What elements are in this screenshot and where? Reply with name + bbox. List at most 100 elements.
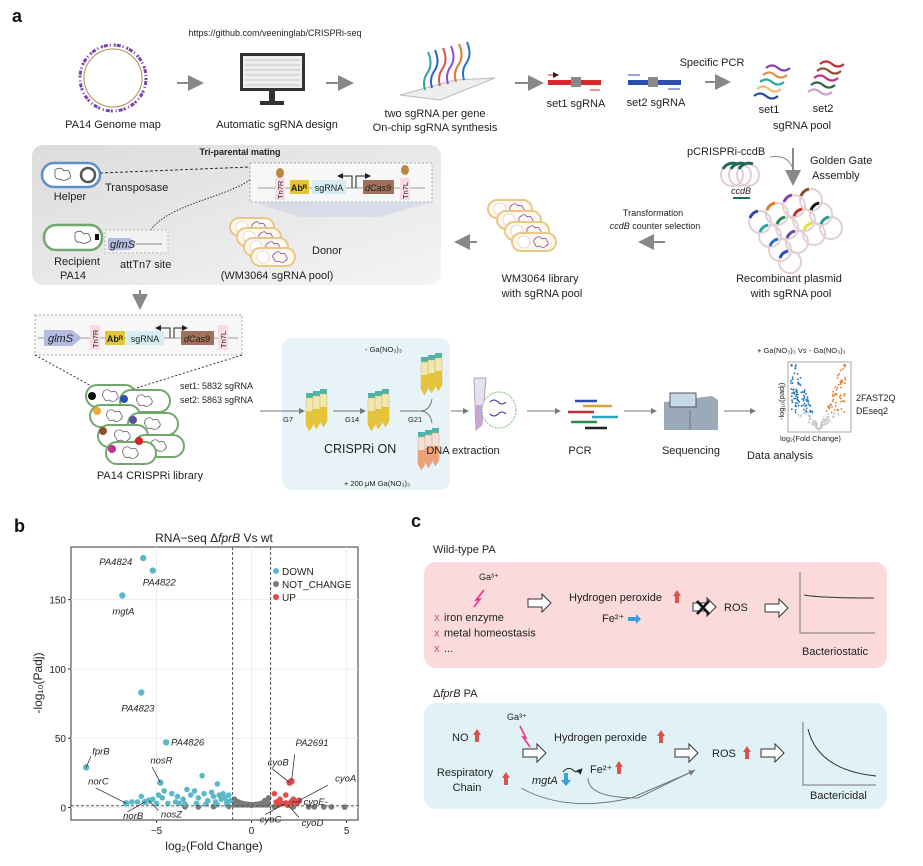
tn7l-label: Tn7L bbox=[401, 182, 410, 199]
set2-count: set2: 5863 sgRNA bbox=[180, 395, 253, 405]
x-tick-label: 5 bbox=[344, 826, 350, 837]
legend-marker bbox=[273, 568, 279, 574]
mini-volcano-point bbox=[836, 408, 839, 411]
point-down bbox=[227, 797, 234, 804]
wt-title: Wild-type PA bbox=[433, 544, 496, 556]
label-leader bbox=[271, 768, 290, 783]
mini-volcano-point bbox=[839, 369, 842, 372]
g7-label: G7 bbox=[283, 415, 293, 424]
legend-label: DOWN bbox=[282, 567, 314, 578]
mini-volcano-point bbox=[797, 399, 800, 402]
legend-label: UP bbox=[282, 593, 296, 604]
tn7l-label-2: Tn7L bbox=[219, 331, 228, 348]
helper-label: Helper bbox=[54, 191, 87, 203]
mini-volcano-point bbox=[819, 424, 822, 427]
mini-volcano-points bbox=[790, 364, 847, 431]
mini-volcano-point bbox=[833, 394, 836, 397]
resp-to-ros-arrow bbox=[520, 770, 695, 805]
mini-volcano-point bbox=[825, 410, 828, 412]
mini-volcano-point bbox=[835, 402, 837, 404]
not-change-cloud bbox=[232, 796, 271, 808]
point-down bbox=[161, 788, 167, 794]
mini-volcano-point bbox=[811, 413, 814, 416]
label-leader bbox=[127, 801, 146, 813]
recombinant-plasmid-icon bbox=[748, 187, 843, 274]
mini-volcano-point bbox=[825, 420, 827, 423]
mini-volcano-point bbox=[791, 382, 794, 384]
label-leader bbox=[152, 767, 161, 783]
mini-volcano-point bbox=[806, 398, 809, 400]
gene-label: nosZ bbox=[161, 810, 183, 821]
point-down bbox=[193, 800, 200, 807]
mini-volcano-point bbox=[807, 400, 810, 403]
gene-label: cyoB bbox=[268, 758, 290, 769]
point-down bbox=[191, 788, 198, 794]
mini-volcano-title: + Ga(NO₃)₃ Vs - Ga(NO₃)₃ bbox=[757, 346, 846, 355]
minus-ga-label: - Ga(NO₃)₃ bbox=[365, 345, 402, 354]
mini-volcano-point bbox=[832, 398, 835, 401]
mini-volcano-point bbox=[805, 393, 807, 395]
mini-volcano-point bbox=[835, 393, 838, 396]
mini-volcano-point bbox=[844, 364, 847, 366]
down-arrow-icon bbox=[561, 773, 571, 786]
bacteriostatic-curve bbox=[799, 572, 875, 634]
tool-2fast2q: 2FAST2Q bbox=[856, 393, 896, 403]
golden-gate-label-1: Golden Gate bbox=[810, 155, 872, 167]
gene-label: fprB bbox=[92, 746, 110, 757]
point-down bbox=[225, 792, 232, 798]
x-mark-icon: x bbox=[434, 643, 440, 655]
mini-volcano-point bbox=[795, 364, 797, 366]
mini-volcano-point bbox=[803, 396, 806, 398]
volcano-title: RNA−seq ΔfprB Vs wt bbox=[155, 531, 273, 545]
mini-volcano-point bbox=[832, 395, 834, 398]
volcano-xlabel: log₂(Fold Change) bbox=[165, 839, 262, 853]
mini-volcano-point bbox=[844, 378, 847, 381]
y-tick-label: 0 bbox=[60, 804, 66, 815]
mini-volcano-point bbox=[805, 410, 808, 413]
x-mark-icon: x bbox=[434, 628, 440, 640]
mini-volcano-point bbox=[833, 415, 835, 418]
point-down bbox=[201, 790, 207, 797]
chip-label-2: On-chip sgRNA synthesis bbox=[373, 122, 498, 134]
mini-volcano-point bbox=[832, 390, 835, 393]
x-tick-label: −5 bbox=[151, 826, 163, 837]
genome-map-label: PA14 Genome map bbox=[65, 119, 161, 131]
y-tick-label: 150 bbox=[49, 596, 66, 607]
mini-volcano-point bbox=[790, 388, 793, 390]
mini-volcano-point bbox=[805, 398, 807, 401]
mini-volcano-point bbox=[803, 389, 806, 391]
mini-volcano-point bbox=[790, 382, 792, 384]
sgrna-pool-label: sgRNA pool bbox=[773, 120, 831, 132]
split-arrow bbox=[400, 398, 433, 424]
mini-volcano-point bbox=[827, 412, 829, 415]
mini-volcano-point bbox=[812, 419, 815, 421]
mini-volcano-point bbox=[805, 404, 808, 407]
wt-ga: Ga³⁺ bbox=[479, 572, 499, 582]
genome-map-icon bbox=[78, 43, 148, 113]
mini-volcano-point bbox=[803, 402, 806, 405]
mini-volcano-point bbox=[795, 388, 798, 391]
gene-label: PA4823 bbox=[121, 704, 155, 715]
ccdb-label: ccdB bbox=[731, 186, 751, 196]
repository-url: https://github.com/veeninglab/CRISPRi-se… bbox=[188, 28, 361, 38]
tn7r-label-2: Tn7R bbox=[91, 329, 100, 348]
mini-volcano-point bbox=[842, 400, 844, 402]
recombinant-label-1: Recombinant plasmid bbox=[736, 273, 842, 285]
mini-volcano-point bbox=[822, 418, 825, 420]
point-down bbox=[165, 800, 171, 807]
point-up bbox=[282, 792, 289, 798]
zoom-lines bbox=[34, 354, 243, 391]
mini-volcano-point bbox=[799, 415, 802, 418]
mini-volcano-point bbox=[814, 423, 817, 425]
recipient-cell-icon bbox=[42, 223, 104, 252]
crispri-library-cells-icon bbox=[85, 384, 185, 465]
mini-volcano-point bbox=[803, 408, 805, 411]
mini-volcano-point bbox=[796, 398, 799, 401]
mini-volcano-point bbox=[843, 382, 846, 385]
mut-resp-1: Respiratory bbox=[437, 767, 494, 779]
mini-volcano-xlabel: log₂(Fold Change) bbox=[780, 434, 841, 443]
wt-outcome: Bacteriostatic bbox=[802, 646, 869, 658]
volcano-ylabel: -log₁₀(Padj) bbox=[31, 652, 45, 713]
